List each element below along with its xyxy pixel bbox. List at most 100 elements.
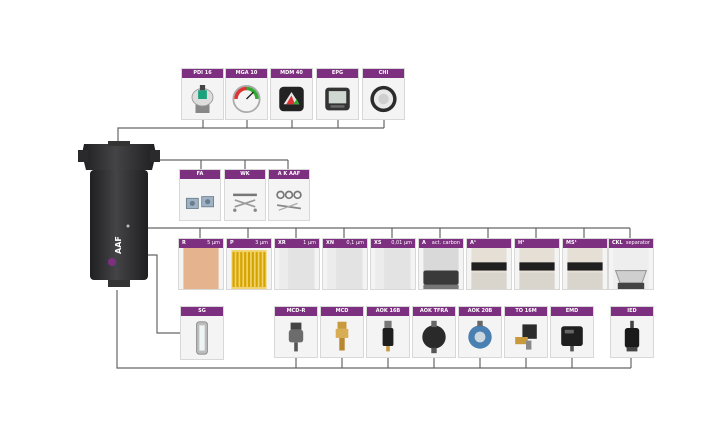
sight-glass-icon	[181, 316, 223, 359]
wall-kit-icon	[225, 179, 265, 220]
separator-element-icon	[609, 248, 653, 289]
card-header: XR 1 µm	[275, 239, 319, 248]
card-label: A¹	[470, 240, 477, 246]
cartridge-black-band-icon	[467, 248, 511, 289]
card-spec: 1 µm	[303, 240, 316, 246]
level-drain-icon	[611, 316, 653, 357]
card-label: AOK TFRA	[419, 308, 449, 314]
drains-card-mcd-r: MCD-R	[274, 306, 318, 358]
card-header: P 3 µm	[227, 239, 271, 248]
card-label: H¹	[518, 240, 525, 246]
card-label: MS¹	[566, 240, 577, 246]
elements-card-p: P 3 µm	[226, 238, 272, 290]
card-header: EMD	[551, 307, 593, 316]
grey-cartridge-icon	[275, 248, 319, 289]
electronic-pressure-gauge-icon	[317, 78, 358, 119]
grey-cartridge-icon	[323, 248, 367, 289]
elements-card-a: A¹	[466, 238, 512, 290]
sightglass-card-sg: SG	[180, 306, 224, 360]
card-label: XN	[326, 240, 335, 246]
card-label: WK	[240, 171, 250, 177]
round-gauge-red-green-icon	[226, 78, 267, 119]
drains-card-emd: EMD	[550, 306, 594, 358]
card-label: PDI 16	[193, 70, 212, 76]
gauges-card-pdi-16: PDI 16	[181, 68, 224, 120]
drains-card-mcd: MCD	[320, 306, 364, 358]
float-drain-icon	[413, 316, 455, 357]
card-header: AOK 20B	[459, 307, 501, 316]
card-spec: 0,1 µm	[346, 240, 364, 246]
card-header: EPG	[317, 69, 358, 78]
card-label: EMD	[565, 308, 579, 314]
timer-drain-icon	[505, 316, 547, 357]
elements-card-ms: MS¹	[562, 238, 608, 290]
card-header: IED	[611, 307, 653, 316]
card-label: P	[230, 240, 234, 246]
grey-cartridge-icon	[371, 248, 415, 289]
card-label: CHI	[378, 70, 389, 76]
cartridge-black-band-icon	[515, 248, 559, 289]
gauges-card-mga-10: MGA 10	[225, 68, 268, 120]
card-label: XS	[374, 240, 382, 246]
elements-card-h: H¹	[514, 238, 560, 290]
card-label: AOK 20B	[467, 308, 493, 314]
auto-drain-black-icon	[367, 316, 409, 357]
pleated-yellow-cartridge-icon	[227, 248, 271, 289]
card-spec: 5 µm	[207, 240, 220, 246]
card-label: EPG	[331, 70, 344, 76]
card-header: WK	[225, 170, 265, 179]
card-spec: 3 µm	[255, 240, 268, 246]
card-header: MS¹	[563, 239, 607, 248]
card-label: A K AAF	[277, 171, 301, 177]
card-label: XR	[278, 240, 286, 246]
brand-label: AAF	[114, 236, 123, 254]
card-header: SG	[181, 307, 223, 316]
round-indicator-icon	[363, 78, 404, 119]
card-label: IED	[627, 308, 637, 314]
card-header: MCD	[321, 307, 363, 316]
card-label: MCD	[335, 308, 349, 314]
manual-drain-icon	[275, 316, 317, 357]
card-header: FA	[180, 170, 220, 179]
drains-card-aok-tfra: AOK TFRA	[412, 306, 456, 358]
card-label: CKL	[612, 240, 623, 246]
card-label: MDM 40	[280, 70, 303, 76]
card-label: FA	[196, 171, 204, 177]
brand-icon	[108, 258, 116, 266]
elements-card-xn: XN 0,1 µm	[322, 238, 368, 290]
gauges-card-mdm-40: MDM 40	[270, 68, 313, 120]
drains-card-aok-20b: AOK 20B	[458, 306, 502, 358]
card-label: AOK 16B	[375, 308, 401, 314]
flange-adapter-icon	[180, 179, 220, 220]
card-header: AOK TFRA	[413, 307, 455, 316]
card-header: PDI 16	[182, 69, 223, 78]
gauges-card-epg: EPG	[316, 68, 359, 120]
brass-drain-icon	[321, 316, 363, 357]
drains-card-to-16m: TO 16M	[504, 306, 548, 358]
drains-card-ied: IED	[610, 306, 654, 358]
filter-housing: AAF	[78, 140, 160, 290]
card-header: MGA 10	[226, 69, 267, 78]
cartridge-black-band-icon	[563, 248, 607, 289]
card-header: MDM 40	[271, 69, 312, 78]
mounts-card-fa: FA	[179, 169, 221, 221]
elements-card-xr: XR 1 µm	[274, 238, 320, 290]
card-header: A K AAF	[269, 170, 309, 179]
card-header: CHI	[363, 69, 404, 78]
card-label: MGA 10	[235, 70, 258, 76]
drains-card-aok-16b: AOK 16B	[366, 306, 410, 358]
carbon-cartridge-icon	[419, 248, 463, 289]
card-label: SG	[198, 308, 206, 314]
card-header: MCD-R	[275, 307, 317, 316]
card-header: H¹	[515, 239, 559, 248]
card-header: AOK 16B	[367, 307, 409, 316]
mounts-card-a-k-aaf: A K AAF	[268, 169, 310, 221]
